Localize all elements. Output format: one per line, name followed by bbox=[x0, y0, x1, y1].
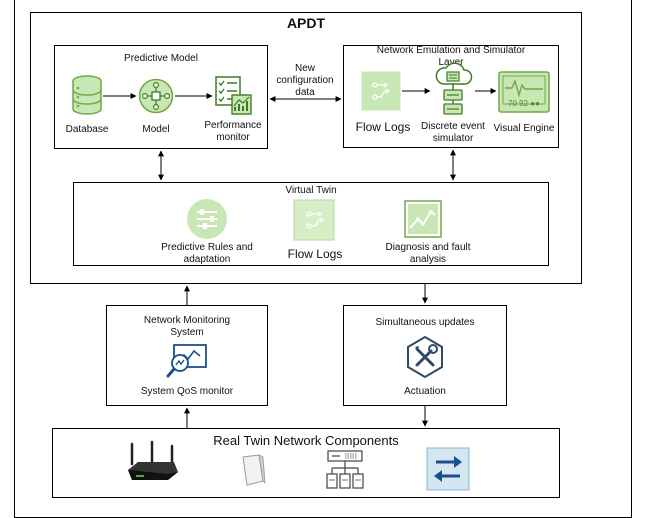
performance-label-line2: monitor bbox=[216, 132, 250, 143]
performance-monitor-icon bbox=[215, 76, 252, 115]
visual-engine-screen-text: 70 92 ●● bbox=[508, 99, 540, 108]
predictive-rules-sliders-icon bbox=[187, 199, 227, 239]
qos-monitor-label: System QoS monitor bbox=[140, 386, 234, 397]
config-data-label-line3: data bbox=[295, 87, 315, 98]
des-label-line1: Discrete event bbox=[421, 121, 485, 132]
virtual-flow-logs-label: Flow Logs bbox=[287, 247, 343, 261]
actuation-label: Actuation bbox=[404, 386, 446, 397]
apdt-title: APDT bbox=[286, 15, 326, 31]
rules-label-line1: Predictive Rules and bbox=[161, 242, 253, 253]
real-twin-box bbox=[52, 428, 560, 498]
virtual-twin-title: Virtual Twin bbox=[285, 185, 337, 196]
model-label: Model bbox=[142, 124, 170, 135]
flow-logs-icon bbox=[361, 71, 401, 111]
diagnosis-chart-icon bbox=[404, 200, 442, 238]
model-network-icon bbox=[138, 78, 174, 114]
predictive-model-title: Predictive Model bbox=[124, 53, 198, 64]
visual-engine-label: Visual Engine bbox=[493, 123, 555, 134]
emulation-title-line1: Network Emulation and Simulator bbox=[376, 45, 526, 56]
network-device-icon bbox=[242, 454, 266, 486]
emulation-title-line2: Layer bbox=[438, 57, 464, 68]
wireless-router-icon bbox=[128, 440, 178, 480]
virtual-flow-logs-icon bbox=[293, 199, 335, 241]
des-label-line2: simulator bbox=[432, 133, 474, 144]
config-data-label-line2: configuration bbox=[276, 75, 334, 86]
diagnosis-label-line1: Diagnosis and fault bbox=[385, 242, 471, 253]
rules-label-line2: adaptation bbox=[183, 254, 231, 265]
network-monitoring-box bbox=[106, 305, 268, 406]
config-data-label-line1: New bbox=[294, 63, 315, 74]
diagnosis-label-line2: analysis bbox=[409, 254, 447, 265]
network-switch-rack-icon bbox=[326, 450, 364, 489]
discrete-event-simulator-icon bbox=[435, 62, 473, 115]
performance-label-line1: Performance bbox=[204, 120, 262, 131]
monitoring-title-line1: Network Monitoring bbox=[143, 315, 231, 326]
emulation-flow-logs-label: Flow Logs bbox=[355, 120, 411, 134]
visual-engine-icon bbox=[498, 71, 550, 113]
switch-arrows-icon bbox=[426, 447, 470, 491]
database-label: Database bbox=[65, 124, 109, 135]
updates-title: Simultaneous updates bbox=[375, 317, 475, 328]
real-twin-title: Real Twin Network Components bbox=[213, 433, 399, 448]
monitoring-title-line2: System bbox=[170, 327, 204, 338]
qos-monitor-icon bbox=[166, 344, 207, 378]
database-icon bbox=[72, 75, 102, 115]
actuation-tools-icon bbox=[407, 335, 443, 379]
